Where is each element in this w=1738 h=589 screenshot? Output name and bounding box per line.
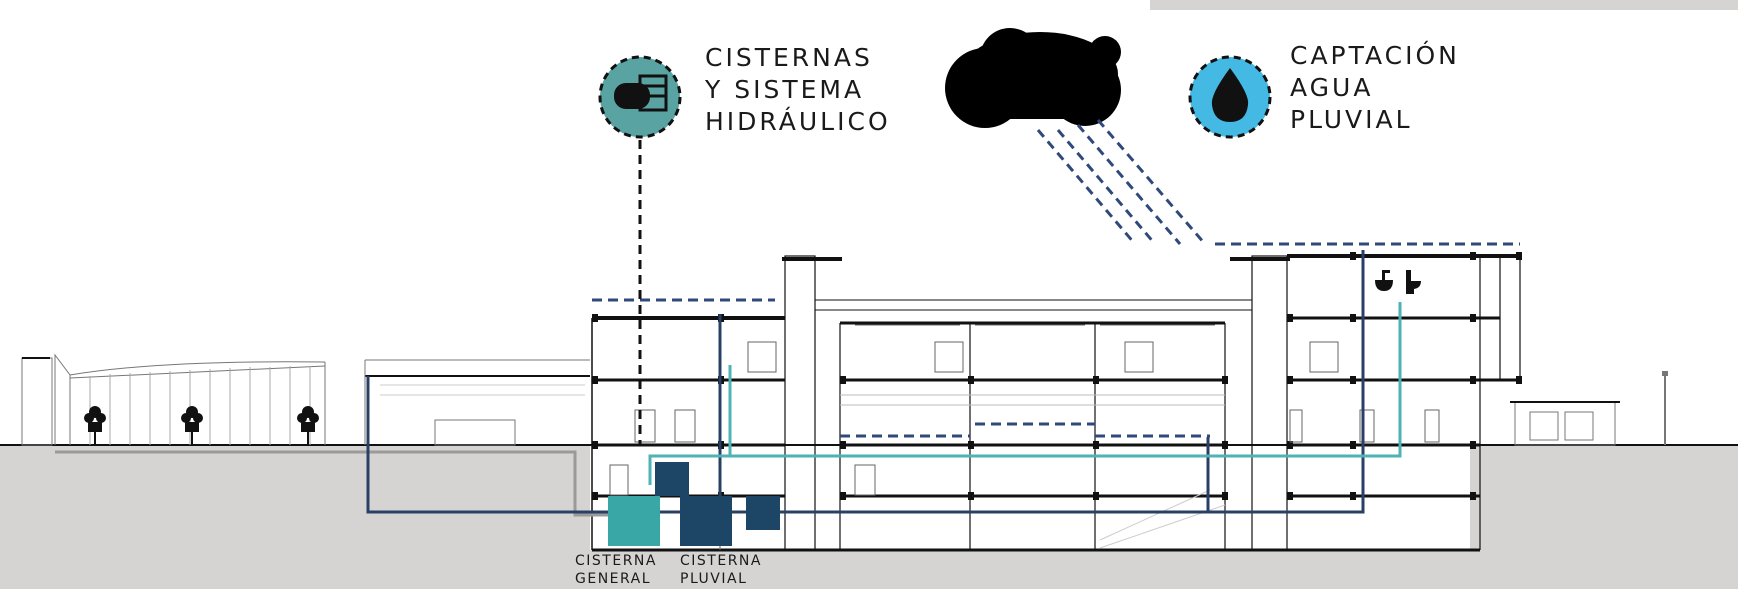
right-house <box>1510 401 1620 446</box>
left-pavilion <box>364 359 590 446</box>
rain-roof-dashes <box>592 242 1520 438</box>
cisterna-pluvial-label: CISTERNA PLUVIAL <box>680 552 762 588</box>
left-canopy <box>21 353 326 446</box>
column-markers <box>592 252 1522 500</box>
cisterna-pluvial-line-1: CISTERNA <box>680 553 762 569</box>
captacion-label: CAPTACIÓN AGUA PLUVIAL <box>1290 40 1460 136</box>
cisternas-line-1: CISTERNAS <box>705 43 873 72</box>
cisterna-general-line-2: GENERAL <box>575 571 652 587</box>
cloud-icon <box>945 28 1121 128</box>
lamp-post-icon <box>1662 371 1668 445</box>
top-band <box>1150 0 1738 10</box>
pipe-dark-loop <box>366 250 1365 514</box>
cisterna-pluvial-line-2: PLUVIAL <box>680 571 748 587</box>
toilet-icon <box>1406 270 1421 294</box>
small-tank-2 <box>746 496 780 530</box>
cisternas-line-2: Y SISTEMA <box>705 75 865 104</box>
cisterna-pluvial-tank <box>680 496 732 546</box>
captacion-line-1: CAPTACIÓN <box>1290 41 1460 70</box>
cisterna-general-line-1: CISTERNA <box>575 553 657 569</box>
small-tank-1 <box>655 462 689 496</box>
main-building <box>591 254 1522 552</box>
rain-lines <box>1036 119 1207 245</box>
cisternas-label: CISTERNAS Y SISTEMA HIDRÁULICO <box>705 42 891 138</box>
sink-icon <box>1375 270 1393 291</box>
pipe-gray <box>55 450 608 517</box>
tank-icon <box>614 74 668 112</box>
cisterna-general-tank <box>608 496 660 546</box>
cisternas-line-3: HIDRÁULICO <box>705 107 891 136</box>
captacion-line-3: PLUVIAL <box>1290 105 1413 134</box>
tree-icon <box>84 406 106 445</box>
water-drop-icon <box>1211 68 1249 122</box>
captacion-line-2: AGUA <box>1290 73 1374 102</box>
tree-icon <box>297 406 319 445</box>
pipe-teal <box>648 302 1402 485</box>
tree-icon <box>181 406 203 445</box>
cisterna-general-label: CISTERNA GENERAL <box>575 552 657 588</box>
